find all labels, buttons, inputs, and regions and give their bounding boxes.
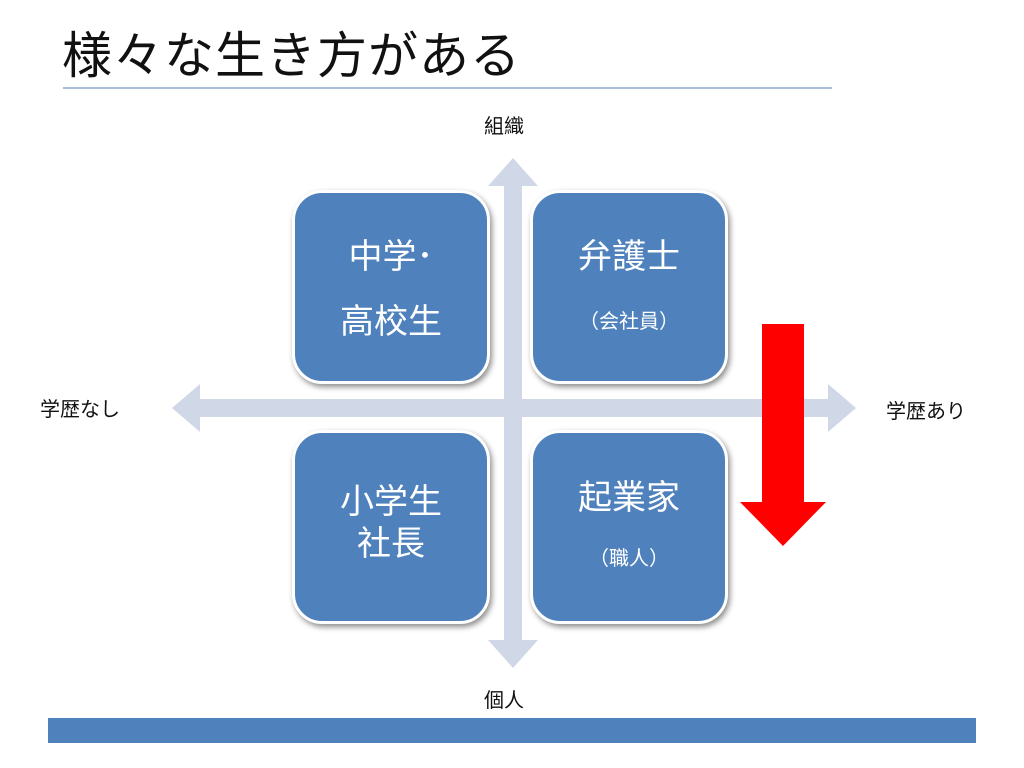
quadrant-bottom-right: 起業家 （職人） [530,430,728,624]
quadrant-top-left: 中学･ 高校生 [292,190,490,384]
quadrant-bottom-right-main: 起業家 [578,478,680,518]
quadrant-top-right: 弁護士 （会社員） [530,190,728,384]
axis-label-right: 学歴あり [886,399,966,423]
axis-label-bottom: 個人 [484,688,524,712]
page-title: 様々な生き方がある [62,27,521,85]
quadrant-bottom-left-line2: 社長 [357,524,425,564]
quadrant-bottom-left-line1: 小学生 [340,482,442,522]
quadrant-top-left-line2: 高校生 [340,302,442,342]
title-underline [63,87,832,89]
axis-label-top: 組織 [484,114,524,138]
footer-bar [48,718,976,743]
quadrant-top-right-sub: （会社員） [579,309,679,333]
quadrant-bottom-right-sub: （職人） [589,546,669,570]
quadrant-top-right-main: 弁護士 [578,237,680,277]
quadrant-top-left-line1: 中学･ [348,237,434,277]
axis-label-left: 学歴なし [40,397,120,421]
horizontal-axis-arrow [172,384,856,432]
quadrant-bottom-left: 小学生 社長 [292,430,490,624]
